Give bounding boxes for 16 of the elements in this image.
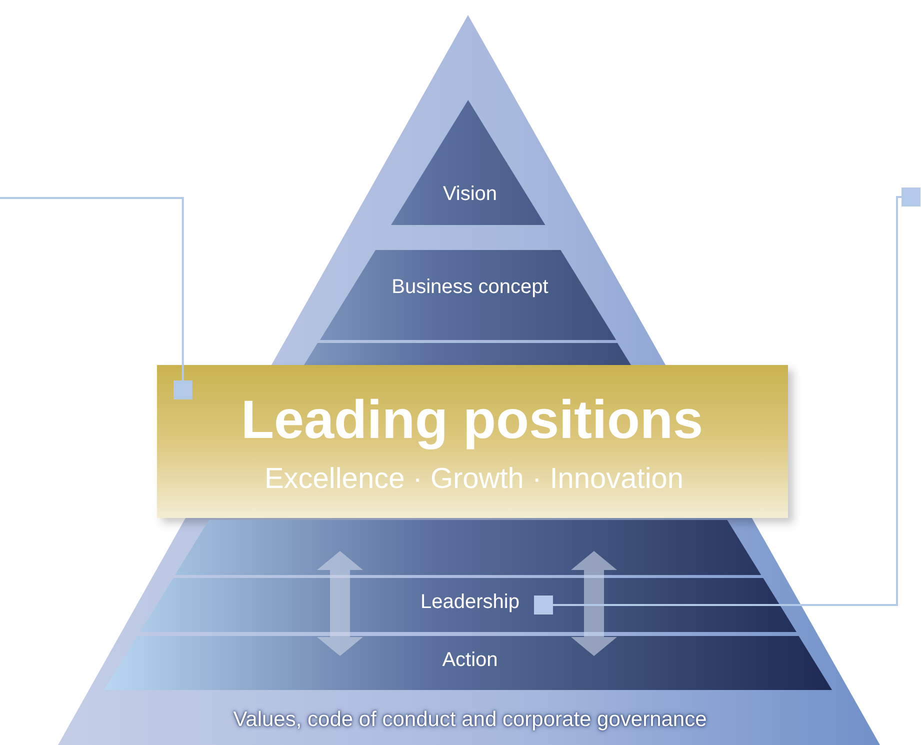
banner-title: Leading positions	[241, 388, 703, 451]
highlight-banner	[157, 365, 788, 518]
tier-label: Business concept	[392, 276, 548, 300]
leader-line	[534, 188, 920, 614]
pyramid-tier	[104, 636, 832, 690]
banner-subtitle: Excellence · Growth · Innovation	[264, 463, 684, 497]
tier-label: Leadership	[420, 591, 520, 614]
pyramid-band	[304, 343, 632, 365]
pyramid-band	[174, 520, 762, 575]
pyramid-tier	[390, 100, 546, 225]
pyramid-tier	[140, 578, 796, 632]
tier-label: Action	[442, 649, 498, 672]
pyramid-base	[58, 15, 880, 745]
tier-label: Values, code of conduct and corporate governance	[233, 708, 707, 732]
tier-label: Vision	[442, 183, 498, 206]
pyramid-tier	[320, 250, 616, 340]
